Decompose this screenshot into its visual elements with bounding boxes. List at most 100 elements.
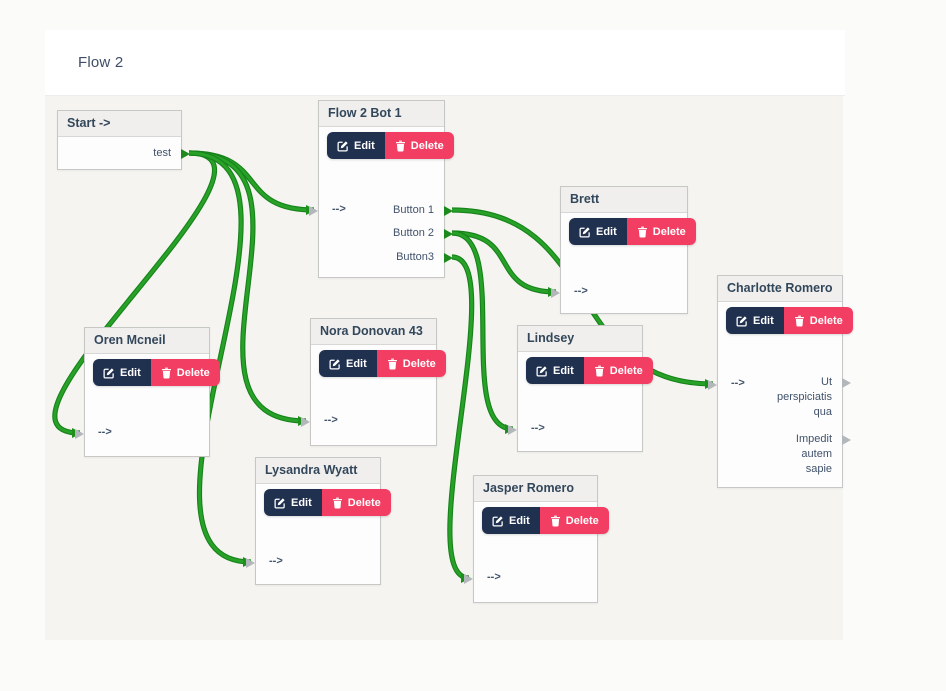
delete-button-label: Delete — [410, 139, 444, 152]
input-label: --> — [574, 285, 588, 297]
node-actions: Edit Delete — [327, 132, 454, 159]
flow-title: Flow 2 — [78, 54, 124, 71]
node-title: Lindsey — [518, 326, 642, 352]
delete-button[interactable]: Delete — [626, 218, 696, 245]
input-endpoint[interactable] — [309, 206, 318, 216]
output-label: Button 1 — [393, 204, 434, 216]
edit-button[interactable]: Edit — [482, 507, 540, 534]
node-title: Charlotte Romero — [718, 276, 842, 302]
node-actions: Edit Delete — [482, 507, 609, 534]
node-actions: Edit Delete — [569, 218, 696, 245]
trash-icon — [332, 497, 342, 509]
edit-icon — [736, 315, 747, 327]
input-endpoint[interactable] — [75, 429, 84, 439]
edit-button[interactable]: Edit — [319, 350, 377, 377]
edit-icon — [579, 226, 590, 238]
connection-path-core — [188, 151, 252, 564]
input-endpoint[interactable] — [551, 288, 560, 298]
node-bot1[interactable]: Flow 2 Bot 1 Edit Delete --> Button 1 Button … — [309, 100, 454, 278]
input-endpoint[interactable] — [464, 574, 473, 584]
node-start[interactable]: Start -> test — [57, 110, 190, 170]
input-endpoint[interactable] — [708, 380, 717, 390]
delete-button[interactable]: Delete — [150, 359, 220, 386]
input-endpoint[interactable] — [301, 417, 310, 427]
edit-button[interactable]: Edit — [726, 307, 784, 334]
edit-button-label: Edit — [346, 357, 367, 370]
trash-icon — [550, 515, 560, 527]
edit-icon — [337, 140, 348, 152]
edit-button[interactable]: Edit — [93, 359, 151, 386]
output-endpoint[interactable] — [444, 253, 453, 263]
edit-icon — [274, 497, 285, 509]
input-label: --> — [324, 414, 338, 426]
input-label: --> — [731, 377, 745, 389]
edit-icon — [329, 358, 340, 370]
flow-header-bar: Flow 2 — [45, 30, 845, 96]
trash-icon — [794, 315, 804, 327]
connection-path-core — [188, 151, 307, 423]
delete-button-label: Delete — [402, 357, 436, 370]
input-endpoint[interactable] — [508, 425, 517, 435]
delete-button[interactable]: Delete — [539, 507, 609, 534]
delete-button-label: Delete — [652, 225, 686, 238]
trash-icon — [594, 365, 604, 377]
edit-button-label: Edit — [120, 366, 141, 379]
delete-button-label: Delete — [347, 496, 381, 509]
node-actions: Edit Delete — [93, 359, 220, 386]
edit-button[interactable]: Edit — [264, 489, 322, 516]
node-nora[interactable]: Nora Donovan 43 Edit Delete --> — [301, 318, 446, 446]
edit-icon — [103, 367, 114, 379]
output-endpoint[interactable] — [842, 435, 851, 445]
delete-button[interactable]: Delete — [783, 307, 853, 334]
output-label: Button 2 — [393, 227, 434, 239]
output-endpoint[interactable] — [181, 149, 190, 159]
node-title: Jasper Romero — [474, 476, 597, 502]
edit-button[interactable]: Edit — [569, 218, 627, 245]
edit-icon — [536, 365, 547, 377]
node-title: Brett — [561, 187, 687, 213]
output-endpoint[interactable] — [444, 206, 453, 216]
delete-button[interactable]: Delete — [321, 489, 391, 516]
node-actions: Edit Delete — [319, 350, 446, 377]
input-label: --> — [269, 555, 283, 567]
input-endpoint[interactable] — [246, 558, 255, 568]
node-actions: Edit Delete — [264, 489, 391, 516]
edit-icon — [492, 515, 503, 527]
edit-button[interactable]: Edit — [327, 132, 385, 159]
output-label: test — [153, 147, 171, 159]
node-title: Lysandra Wyatt — [256, 458, 380, 484]
node-title: Nora Donovan 43 — [311, 319, 436, 345]
trash-icon — [161, 367, 171, 379]
edit-button-label: Edit — [354, 139, 375, 152]
delete-button-label: Delete — [609, 364, 643, 377]
trash-icon — [637, 226, 647, 238]
edit-button-label: Edit — [509, 514, 530, 527]
node-title: Flow 2 Bot 1 — [319, 101, 444, 127]
edit-button-label: Edit — [291, 496, 312, 509]
connection-path-core — [451, 231, 514, 431]
input-label: --> — [332, 203, 346, 215]
delete-button[interactable]: Delete — [376, 350, 446, 377]
output-label: Button3 — [396, 251, 434, 263]
connection-path-core — [53, 151, 217, 435]
input-label: --> — [487, 571, 501, 583]
output-endpoint[interactable] — [842, 378, 851, 388]
output-endpoint[interactable] — [444, 229, 453, 239]
node-title: Start -> — [58, 111, 181, 137]
delete-button[interactable]: Delete — [384, 132, 454, 159]
delete-button-label: Delete — [176, 366, 210, 379]
delete-button[interactable]: Delete — [583, 357, 653, 384]
input-label: --> — [531, 422, 545, 434]
edit-button[interactable]: Edit — [526, 357, 584, 384]
delete-button-label: Delete — [565, 514, 599, 527]
